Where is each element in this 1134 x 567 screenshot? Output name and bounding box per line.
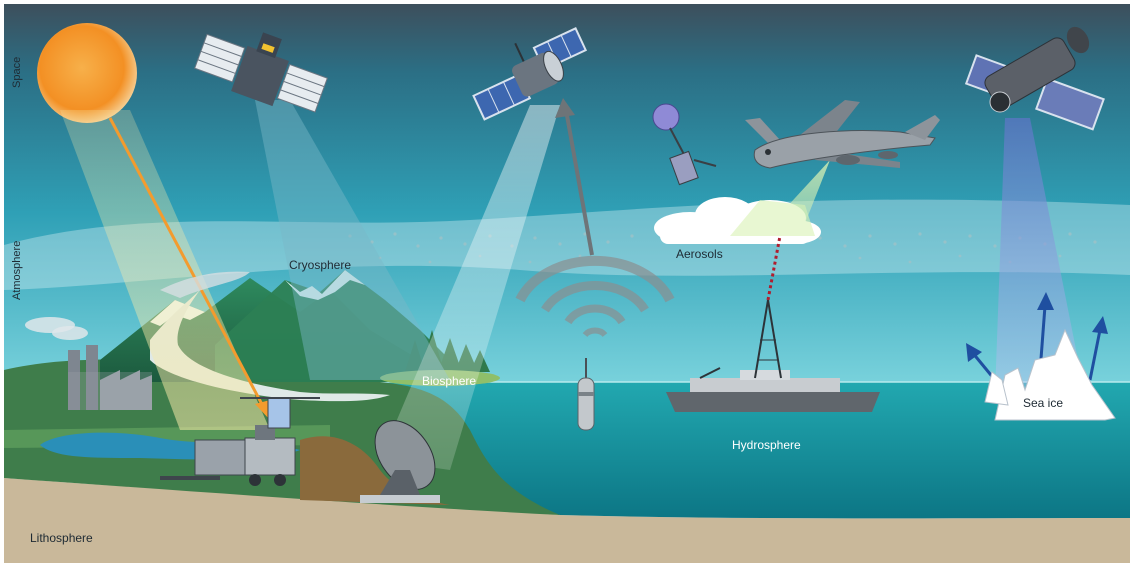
atmosphere-haze-band	[4, 199, 1130, 290]
power-plant	[25, 317, 152, 410]
sea-ice-label: Sea ice	[1023, 396, 1063, 410]
sun	[37, 23, 137, 123]
lithosphere-layer-label: Lithosphere	[30, 531, 93, 545]
ground-station	[160, 397, 320, 486]
solar-radiation-arrow	[108, 117, 270, 420]
weather-balloon	[652, 103, 717, 186]
research-ship	[666, 299, 880, 412]
airplane	[745, 100, 940, 169]
ocean	[320, 382, 1130, 519]
satellite-3	[964, 26, 1105, 131]
satellite-2-beam	[380, 105, 560, 470]
lithosphere-ground	[4, 478, 1130, 563]
sea-ice	[984, 328, 1116, 421]
satellite-1-beam	[255, 100, 450, 380]
hydrosphere-label: Hydrosphere	[732, 438, 801, 452]
radar-dish	[360, 420, 440, 503]
signal-waves	[515, 255, 675, 338]
ocean-buoy	[577, 358, 595, 431]
cloud-green-tint	[730, 200, 815, 236]
lidar-beam	[766, 235, 782, 301]
cryosphere-label: Cryosphere	[289, 258, 351, 272]
sun-light-beam	[60, 110, 270, 430]
brown-hill	[300, 436, 450, 505]
biosphere-label: Biosphere	[422, 374, 476, 388]
aerosols-label: Aerosols	[676, 247, 723, 261]
upward-signal-arrow	[555, 98, 594, 256]
smoke-plume	[160, 271, 250, 298]
space-layer-label: Space	[11, 57, 23, 88]
cloud	[654, 197, 821, 244]
satellite-1	[194, 32, 328, 113]
satellite-3-beam	[995, 118, 1085, 395]
satellite-2	[472, 27, 588, 121]
atmosphere-layer-label: Atmosphere	[11, 241, 23, 300]
